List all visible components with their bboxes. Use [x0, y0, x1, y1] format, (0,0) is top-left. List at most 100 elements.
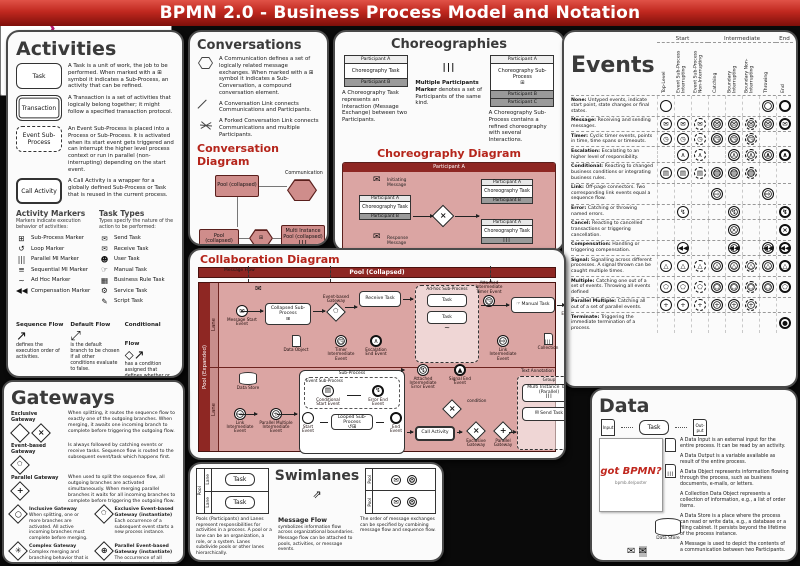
activity-marker-item: ◀◀Compensation Marker [16, 285, 91, 296]
activity-marker-label: Sequential MI Marker [31, 266, 89, 273]
timer-event-icon: ◷ [728, 133, 740, 146]
activity-marker-icon: ≡ [18, 265, 25, 274]
event-row: None: Untyped events, indicate start poi… [571, 95, 791, 116]
event-cell [776, 162, 793, 183]
initiating-message-icon: ✉ [373, 174, 381, 185]
timer-event-icon: ◷ [677, 133, 689, 146]
group-container: Group Multi Instance Task (Parallel)||| … [517, 375, 564, 450]
event-cell [742, 96, 759, 116]
multiple-participants-example: ||| Multiple Participants Marker denotes… [415, 55, 482, 144]
message-flow-line [248, 266, 249, 282]
link-event-icon: ⇨ [711, 187, 723, 200]
activity-marker-icon: ||| [17, 254, 26, 264]
multiple-event-icon: ⬠ [677, 280, 689, 293]
conversation-link-line [237, 197, 238, 228]
event-cell: ✉ [742, 116, 759, 132]
event-cell [708, 96, 725, 116]
compensation-event-icon: ◀◀ [728, 241, 740, 254]
multiple-participants-desc: denotes a set of Participants of the sam… [415, 86, 483, 107]
event-row: Timer: Cyclic timer events, points in ti… [571, 131, 791, 147]
event-cell [691, 219, 708, 240]
multi-instance-task: Multi Instance Task (Parallel)||| [522, 383, 564, 402]
event-row: Compensation: Handling or triggering com… [571, 239, 791, 256]
message-start-event: ✉ Message Start Event [227, 305, 257, 327]
multiple-event-icon: ⬠ [660, 280, 672, 293]
task-type-icon: ▦ [100, 275, 109, 285]
forked-conversation-link-icon [197, 118, 214, 131]
event-subprocess-container: Event Sub-Process ▤ Conditional Start Ev… [304, 377, 400, 409]
event-cell [759, 219, 776, 240]
event-cell [691, 240, 708, 256]
none-event-icon [762, 99, 774, 112]
transaction-desc: A Transaction is a set of activities tha… [68, 95, 173, 115]
default-flow-desc: is the default branch to be chosen if al… [70, 343, 120, 373]
activity-marker-item: ↺Loop Marker [16, 243, 91, 254]
parallel-multiple-event-icon: + [728, 299, 740, 312]
events-col-end: End [781, 84, 787, 93]
event-based-gateway-icon: ⬠ [10, 455, 30, 475]
subprocess-plus-icon: ⊞ [520, 80, 525, 86]
conditional-event-icon: ▤ [745, 166, 757, 179]
forked-link-item: A Forked Conversation Link connects Comm… [197, 118, 320, 138]
event-cell: ⬠ [742, 277, 759, 297]
parallel-event-gateway-cell: ⊕ Parallel Event-based Gateway (instanti… [93, 541, 177, 562]
event-cell [742, 240, 759, 256]
loop-marker-icon: ↺⊞ [347, 423, 357, 430]
error-event-icon: ↯ [728, 205, 740, 218]
activity-marker-item: ≡ Sequential MI Marker [16, 264, 91, 275]
event-cell: ∧ [691, 147, 708, 162]
message-flow-arrow-icon: ⇗ [312, 488, 322, 501]
sequence-flow-arrow [455, 214, 480, 219]
event-cell [674, 183, 691, 204]
event-cell: × [725, 219, 742, 240]
activity-marker-label: Parallel MI Marker [31, 256, 79, 262]
response-message-icon: ✉ [373, 231, 381, 242]
flow-arrow [277, 411, 298, 416]
event-cell [742, 204, 759, 219]
event-cell: △ [691, 256, 708, 277]
event-cell: ● [776, 313, 793, 334]
activity-marker-icon: ⊞ [18, 233, 25, 243]
flow-arrow [376, 421, 384, 423]
data-input-desc: A Data Input is an external input for th… [680, 438, 786, 449]
forked-link-desc: A Forked Conversation Link connects Comm… [219, 118, 319, 138]
event-cell [708, 147, 725, 162]
event-cell [759, 96, 776, 116]
event-based-gateway-name: Event-based Gateway [11, 443, 46, 455]
event-cell: ⬠ [674, 277, 691, 297]
task-type-label: Receive Task [114, 245, 149, 252]
event-cell: ▤ [691, 162, 708, 183]
task-type-icon: ☞ [101, 265, 108, 274]
events-col-esp-non-interrupting: Event Sub-Process Non-Interrupting [693, 50, 704, 93]
parallel-gateway-desc: When used to split the sequence flow, al… [68, 475, 176, 504]
plus-marker-icon: ⊞ [286, 316, 290, 322]
activity-marker-item: ⊞Sub-Process Marker [16, 233, 91, 244]
event-icon: ✉ [391, 474, 402, 485]
message-exchange-example: Pool ✉ ✉ Pool ✉ ✉ [365, 468, 436, 514]
attached-timer-event: Attached Intermediate Timer Event ◷ [475, 280, 503, 308]
choreography-diagram-title: Choreography Diagram [377, 146, 521, 160]
participant-a-band: Participant A [491, 56, 554, 64]
event-row: Cancel: Reacting to cancelled transactio… [571, 218, 791, 240]
event-cell: ∧ [742, 147, 759, 162]
swimlanes-title: Swimlanes [274, 468, 360, 484]
message-flow-line [490, 266, 491, 282]
activity-marker-icon: ↺ [18, 244, 25, 253]
signal-event-icon: △ [779, 260, 791, 273]
event-cell: ◷ [742, 132, 759, 147]
event-row-desc: Escalation: Escalating to an higher leve… [571, 148, 640, 160]
task-type-label: Send Task [114, 235, 141, 241]
event-cell: + [725, 297, 742, 313]
event-row: Multiple: Catching one out of a set of e… [571, 276, 791, 297]
conditional-event-icon: ▤ [660, 166, 672, 179]
event-cell [657, 147, 674, 162]
participant-c-band: Participant C [491, 98, 554, 106]
event-cell [657, 219, 674, 240]
task-type-list: ✉Send Task✉Receive Task☻User Task☞Manual… [99, 233, 174, 307]
activity-marker-icon: ◀◀ [16, 286, 28, 295]
transaction-shape: Transaction [16, 95, 62, 121]
timer-intermediate-event: ◷ Timer Intermediate Event [327, 335, 355, 361]
event-cell: ∧ [725, 147, 742, 162]
error-icon: ↯ [417, 363, 429, 376]
conditional-event-icon: ▤ [694, 166, 706, 179]
